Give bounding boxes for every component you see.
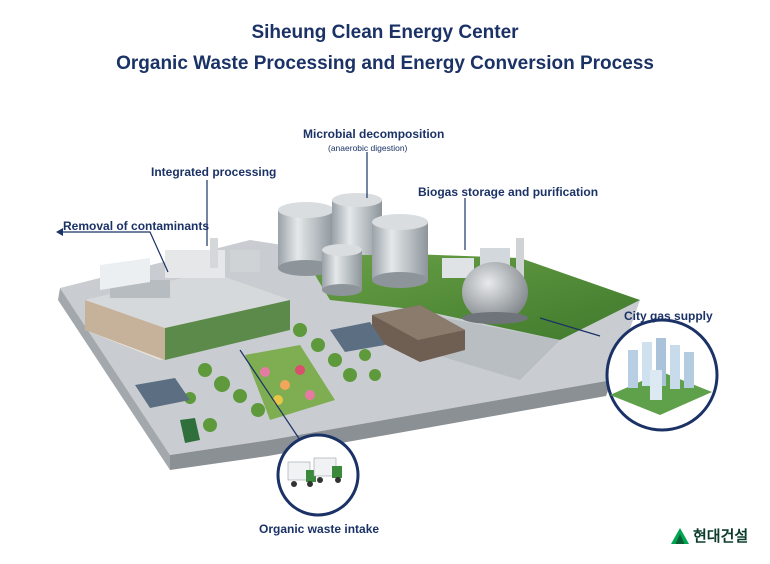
city-inset (605, 318, 719, 432)
label-organic-waste-intake: Organic waste intake (259, 522, 380, 536)
trucks-inset (276, 433, 360, 517)
label-city-gas-supply: City gas supply (624, 309, 713, 323)
digester-tanks (278, 193, 428, 296)
triangle-logo-icon (671, 527, 689, 544)
label-anaerobic-digestion: (anaerobic digestion) (328, 143, 408, 153)
gas-holder-dome (462, 262, 528, 324)
label-removal-contaminants: Removal of contaminants (63, 219, 210, 233)
title-line-1: Siheung Clean Energy Center (251, 22, 519, 43)
brand-logo-text: 현대건설 (693, 527, 749, 545)
storage-building (372, 305, 465, 362)
trees (184, 323, 381, 432)
label-integrated-processing: Integrated processing (151, 165, 277, 179)
title-line-2: Organic Waste Processing and Energy Conv… (116, 53, 654, 74)
label-biogas-storage: Biogas storage and purification (418, 185, 599, 199)
leader-lines (63, 152, 601, 441)
office-building (85, 258, 290, 360)
label-microbial-decomposition: Microbial decomposition (303, 127, 445, 141)
arrow-left-icon (56, 228, 63, 236)
processing-units (165, 238, 260, 278)
carports (135, 322, 385, 443)
brand-logo: 현대건설 (671, 525, 748, 546)
